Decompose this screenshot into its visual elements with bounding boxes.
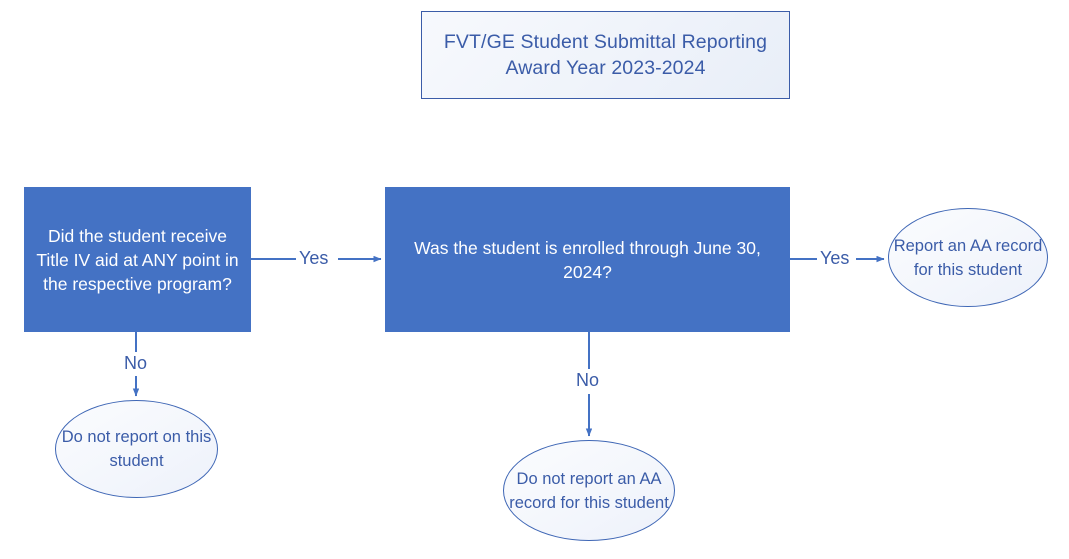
node-do-not-report-on-this-student[interactable]: Do not report on this student	[55, 400, 218, 498]
node-label: Do not report on this student	[61, 428, 212, 470]
edge-label-yes-titleiv: Yes	[297, 248, 331, 268]
diagram-title-box: FVT/GE Student Submittal Reporting Award…	[421, 11, 790, 99]
diagram-title-text: FVT/GE Student Submittal Reporting Award…	[443, 31, 768, 79]
node-do-not-report-an-aa-record[interactable]: Do not report an AA record for this stud…	[503, 440, 675, 541]
node-label: Report an AA record for this student	[893, 236, 1043, 279]
node-report-an-aa-record[interactable]: Report an AA record for this student	[888, 208, 1048, 307]
node-label: Did the student receive Title IV aid at …	[36, 225, 239, 294]
edge-label-no-titleiv: No	[122, 353, 150, 373]
edge-label-yes-enrolled: Yes	[818, 248, 852, 268]
node-label: Do not report an AA record for this stud…	[509, 469, 669, 512]
node-label: Was the student is enrolled through June…	[414, 237, 761, 282]
node-was-student-enrolled-through-june-30[interactable]: Was the student is enrolled through June…	[385, 187, 790, 332]
node-did-student-receive-title-iv[interactable]: Did the student receive Title IV aid at …	[24, 187, 251, 332]
edge-label-no-enrolled: No	[574, 370, 602, 390]
